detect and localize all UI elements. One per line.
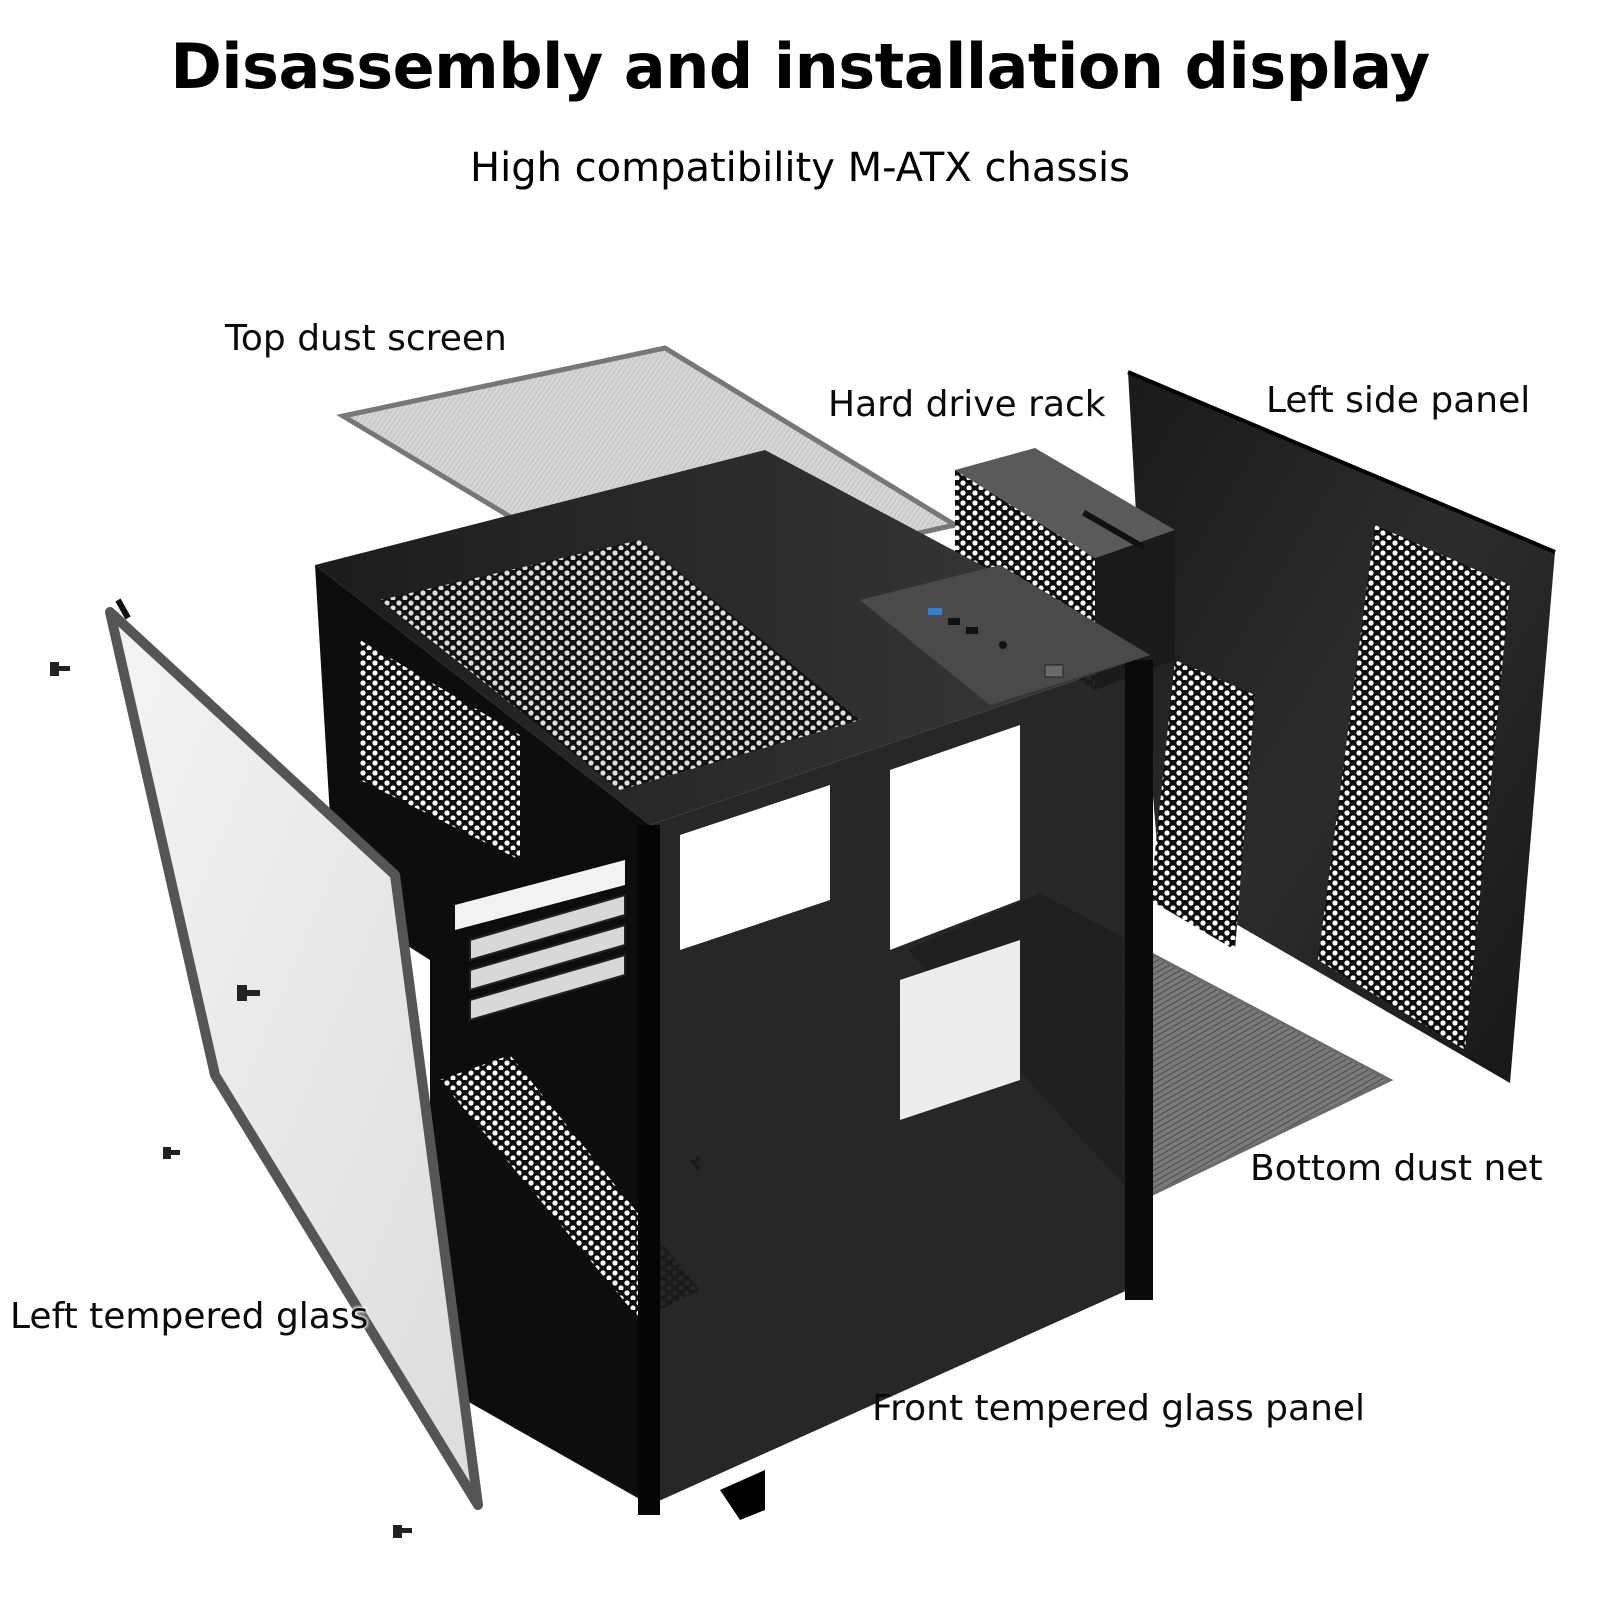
- pci-slots: [455, 860, 626, 1022]
- callout-bottom-dust-net: Bottom dust net: [1250, 1148, 1543, 1189]
- thumbscrew-icon: [393, 1525, 412, 1538]
- callout-front-tempered-glass-panel: Front tempered glass panel: [872, 1388, 1366, 1429]
- thumbscrew-icon: [163, 1147, 180, 1159]
- page-title: Disassembly and installation display: [170, 30, 1430, 103]
- page-subtitle: High compatibility M-ATX chassis: [470, 145, 1130, 191]
- callout-left-tempered-glass: Left tempered glass: [10, 1296, 369, 1337]
- left-side-panel: [1127, 370, 1556, 1083]
- thumbscrew-icon: [50, 662, 70, 676]
- callout-hard-drive-rack: Hard drive rack: [828, 384, 1106, 425]
- thumbscrew-icon: [237, 985, 260, 1001]
- callout-left-side-panel: Left side panel: [1266, 380, 1531, 421]
- left-tempered-glass: [105, 598, 483, 1510]
- callout-top-dust-screen: Top dust screen: [225, 318, 507, 359]
- front-io-ports: [928, 608, 1064, 678]
- chassis-body: [315, 450, 1153, 1520]
- usb-port-icon: [928, 608, 942, 615]
